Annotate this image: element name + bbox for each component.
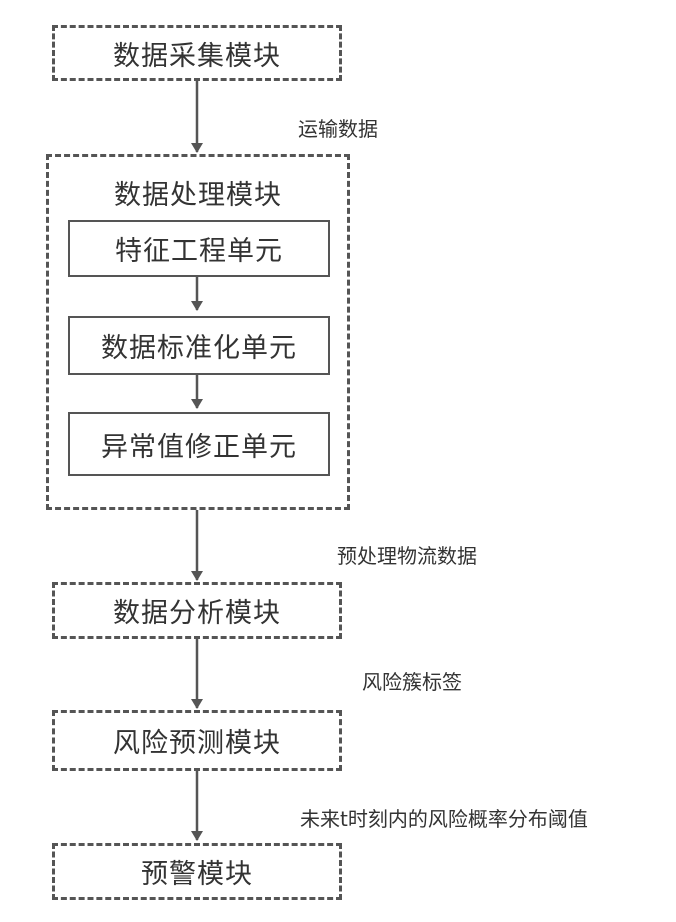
warning-module: 预警模块 bbox=[52, 843, 342, 900]
data-collection-module: 数据采集模块 bbox=[52, 25, 342, 81]
data-analysis-module: 数据分析模块 bbox=[52, 582, 342, 639]
edge-label-risk-cluster: 风险簇标签 bbox=[362, 666, 462, 695]
feature-engineering-unit: 特征工程单元 bbox=[68, 220, 330, 277]
data-collection-module-label: 数据采集模块 bbox=[113, 34, 281, 73]
risk-prediction-module: 风险预测模块 bbox=[52, 710, 342, 771]
edge-label-probability: 未来t时刻内的风险概率分布阈值 bbox=[300, 803, 588, 832]
risk-prediction-module-label: 风险预测模块 bbox=[113, 721, 281, 760]
standardization-unit-label: 数据标准化单元 bbox=[101, 326, 297, 365]
outlier-correction-unit: 异常值修正单元 bbox=[68, 412, 330, 476]
edge-label-transport: 运输数据 bbox=[298, 113, 378, 142]
data-analysis-module-label: 数据分析模块 bbox=[113, 591, 281, 630]
warning-module-label: 预警模块 bbox=[141, 852, 253, 891]
feature-engineering-unit-label: 特征工程单元 bbox=[115, 229, 283, 268]
standardization-unit: 数据标准化单元 bbox=[68, 316, 330, 375]
edge-label-preprocessed: 预处理物流数据 bbox=[337, 540, 477, 569]
data-processing-module-title: 数据处理模块 bbox=[49, 173, 347, 212]
outlier-correction-unit-label: 异常值修正单元 bbox=[101, 425, 297, 464]
